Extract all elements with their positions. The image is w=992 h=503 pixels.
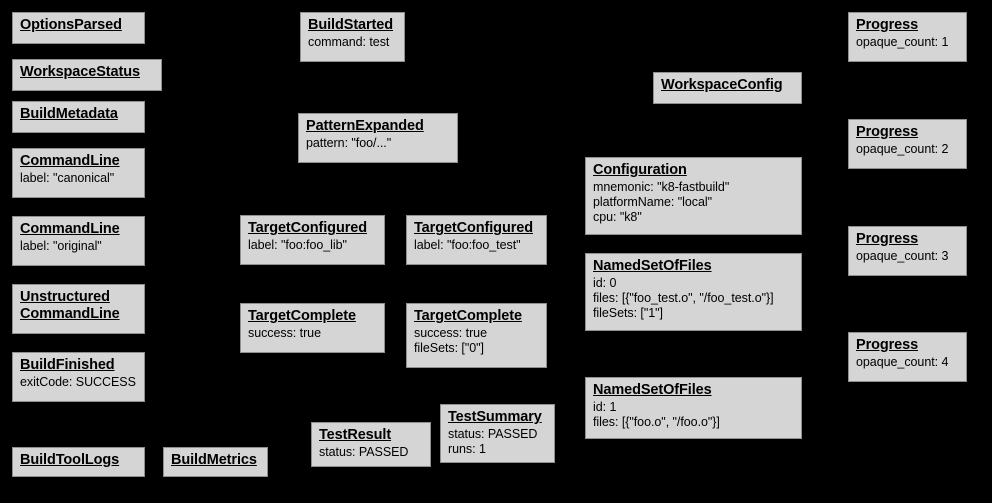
node-fields: opaque_count: 3 — [856, 249, 959, 264]
node-field: fileSets: ["1"] — [593, 306, 663, 320]
node-unstructured-command-line[interactable]: Unstructured CommandLine — [12, 284, 145, 334]
node-target-complete-foo-lib[interactable]: TargetComplete success: true — [240, 303, 385, 353]
node-field: files: [{"foo.o", "/foo.o"}] — [593, 415, 720, 429]
node-title: BuildStarted — [308, 17, 394, 33]
node-command-line-original[interactable]: CommandLine label: "original" — [12, 216, 145, 266]
node-test-result[interactable]: TestResult status: PASSED — [311, 422, 431, 467]
node-progress-3[interactable]: Progress opaque_count: 3 — [848, 226, 967, 276]
node-fields: exitCode: SUCCESS — [20, 375, 137, 390]
node-progress-2[interactable]: Progress opaque_count: 2 — [848, 119, 967, 169]
node-fields: mnemonic: "k8-fastbuild"platformName: "l… — [593, 180, 794, 225]
node-field: platformName: "local" — [593, 195, 712, 209]
node-target-configured-foo-test[interactable]: TargetConfigured label: "foo:foo_test" — [406, 215, 547, 265]
node-title: TestSummary — [448, 409, 542, 425]
node-options-parsed[interactable]: OptionsParsed — [12, 12, 145, 44]
node-build-metrics[interactable]: BuildMetrics — [163, 447, 268, 477]
node-fields: pattern: "foo/..." — [306, 136, 450, 151]
node-title: TargetConfigured — [414, 220, 533, 236]
node-field: command: test — [308, 35, 390, 49]
node-title: Unstructured CommandLine — [20, 289, 120, 322]
node-title: Progress — [856, 337, 919, 353]
node-title: CommandLine — [20, 153, 120, 169]
node-fields: status: PASSED — [319, 445, 423, 460]
node-field: cpu: "k8" — [593, 210, 642, 224]
node-title: Progress — [856, 124, 919, 140]
node-title: TargetComplete — [414, 308, 522, 324]
node-field: mnemonic: "k8-fastbuild" — [593, 180, 730, 194]
node-workspace-config[interactable]: WorkspaceConfig — [653, 72, 802, 104]
node-field: label: "foo:foo_test" — [414, 238, 521, 252]
node-title: Progress — [856, 17, 919, 33]
node-field: label: "original" — [20, 239, 102, 253]
node-fields: opaque_count: 4 — [856, 355, 959, 370]
node-title: Progress — [856, 231, 919, 247]
node-field: status: PASSED — [319, 445, 409, 459]
node-title: Configuration — [593, 162, 687, 178]
node-title: PatternExpanded — [306, 118, 424, 134]
node-workspace-status[interactable]: WorkspaceStatus — [12, 59, 162, 91]
node-field: id: 1 — [593, 400, 617, 414]
node-title: BuildToolLogs — [20, 452, 120, 468]
node-build-started[interactable]: BuildStarted command: test — [300, 12, 405, 62]
node-build-finished[interactable]: BuildFinished exitCode: SUCCESS — [12, 352, 145, 402]
node-field: files: [{"foo_test.o", "/foo_test.o"}] — [593, 291, 774, 305]
node-title: WorkspaceConfig — [661, 77, 783, 93]
node-title: NamedSetOfFiles — [593, 382, 712, 398]
node-progress-1[interactable]: Progress opaque_count: 1 — [848, 12, 967, 62]
node-title: OptionsParsed — [20, 17, 122, 33]
node-fields: success: true — [248, 326, 377, 341]
node-fields: command: test — [308, 35, 397, 50]
node-field: opaque_count: 1 — [856, 35, 949, 49]
node-title: WorkspaceStatus — [20, 64, 140, 80]
node-field: success: true — [414, 326, 487, 340]
node-title: BuildMetadata — [20, 106, 118, 122]
node-title: TestResult — [319, 427, 392, 443]
node-title: BuildFinished — [20, 357, 115, 373]
node-build-tool-logs[interactable]: BuildToolLogs — [12, 447, 145, 477]
node-fields: label: "original" — [20, 239, 137, 254]
node-progress-4[interactable]: Progress opaque_count: 4 — [848, 332, 967, 382]
node-configuration[interactable]: Configuration mnemonic: "k8-fastbuild"pla… — [585, 157, 802, 235]
node-fields: label: "foo:foo_lib" — [248, 238, 377, 253]
node-title: TargetConfigured — [248, 220, 367, 236]
node-field: fileSets: ["0"] — [414, 341, 484, 355]
node-title: NamedSetOfFiles — [593, 258, 712, 274]
node-title: TargetComplete — [248, 308, 356, 324]
node-field: success: true — [248, 326, 321, 340]
node-field: opaque_count: 3 — [856, 249, 949, 263]
node-command-line-canonical[interactable]: CommandLine label: "canonical" — [12, 148, 145, 198]
node-fields: label: "foo:foo_test" — [414, 238, 539, 253]
node-fields: opaque_count: 1 — [856, 35, 959, 50]
node-fields: opaque_count: 2 — [856, 142, 959, 157]
node-field: opaque_count: 4 — [856, 355, 949, 369]
node-title: BuildMetrics — [171, 452, 257, 468]
node-build-metadata[interactable]: BuildMetadata — [12, 101, 145, 133]
node-title: CommandLine — [20, 221, 120, 237]
node-field: label: "foo:foo_lib" — [248, 238, 347, 252]
node-fields: label: "canonical" — [20, 171, 137, 186]
node-field: label: "canonical" — [20, 171, 115, 185]
node-field: id: 0 — [593, 276, 617, 290]
node-pattern-expanded[interactable]: PatternExpanded pattern: "foo/..." — [298, 113, 458, 163]
node-field: pattern: "foo/..." — [306, 136, 392, 150]
node-target-configured-foo-lib[interactable]: TargetConfigured label: "foo:foo_lib" — [240, 215, 385, 265]
node-field: status: PASSED — [448, 427, 538, 441]
node-field: opaque_count: 2 — [856, 142, 949, 156]
node-field: exitCode: SUCCESS — [20, 375, 136, 389]
node-field: runs: 1 — [448, 442, 486, 456]
